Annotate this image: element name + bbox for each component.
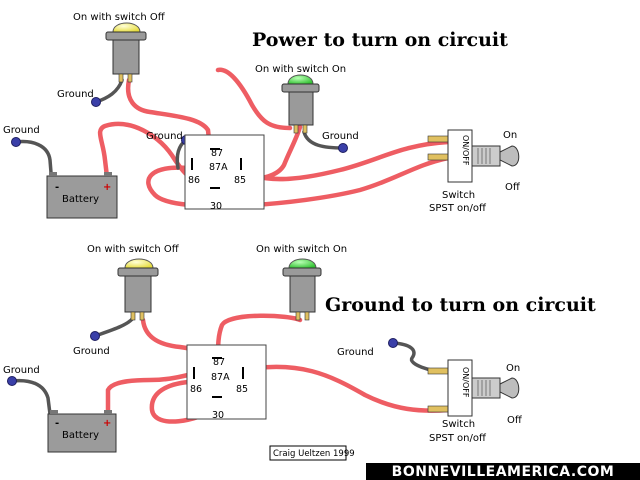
- top-pin-85: 85: [234, 175, 246, 186]
- top-lamp-off-bezel: [105, 31, 147, 41]
- bottom-switch: ON/OFF On Off Switch SPST on/off: [427, 359, 523, 444]
- top-lamp-off: On with switch Off: [73, 12, 166, 83]
- bottom-switch-text: ON/OFF: [461, 367, 470, 398]
- bottom-lamp-off-label: On with switch Off: [87, 244, 180, 255]
- top-switch-text: ON/OFF: [461, 135, 470, 166]
- bottom-battery: Ground - + Battery: [3, 365, 117, 453]
- top-lamp-on: On with switch On: [255, 64, 346, 134]
- bottom-ground-lamp-off-label: Ground: [73, 346, 110, 357]
- bottom-lamp-on: On with switch On: [256, 244, 347, 321]
- credit: Craig Ueltzen 1999: [269, 445, 355, 461]
- top-lamp-on-label: On with switch On: [255, 64, 346, 75]
- bottom-ground-dot-battery: [7, 376, 17, 386]
- top-switch-label: Switch: [442, 190, 475, 201]
- top-lamp-on-body: [288, 91, 314, 126]
- bottom-pin-87: 87: [213, 357, 225, 368]
- bottom-lamp-on-label: On with switch On: [256, 244, 347, 255]
- bottom-switch-on: On: [506, 363, 520, 374]
- top-battery: Ground - + Battery: [3, 125, 118, 219]
- bottom-pin-85: 85: [236, 384, 248, 395]
- bottom-wires: [105, 313, 451, 424]
- bottom-battery-body: [47, 413, 117, 453]
- bottom-ground-dot-lamp-on: [388, 338, 398, 348]
- bottom-battery-label: Battery: [62, 430, 99, 441]
- top-ground-lamp-off-label: Ground: [57, 89, 94, 100]
- top-ground-dot-lamp-off: [91, 97, 101, 107]
- top-battery-minus: -: [55, 182, 59, 193]
- bottom-relay: 87 87A 86 85 30: [186, 344, 267, 421]
- credit-text: Craig Ueltzen 1999: [273, 449, 355, 459]
- top-pin-87a: 87A: [209, 162, 228, 173]
- top-lamp-off-body: [112, 39, 140, 75]
- top-ground-lamp-on-label: Ground: [322, 131, 359, 142]
- bottom-switch-label: Switch: [442, 419, 475, 430]
- bottom-ground-lamp-on-label: Ground: [337, 347, 374, 358]
- bottom-battery-minus: -: [55, 418, 59, 429]
- top-switch-body: [447, 129, 473, 183]
- top-ground-relay-label: Ground: [146, 131, 183, 142]
- top-switch-off: Off: [505, 182, 521, 193]
- bottom-pin-30: 30: [212, 410, 224, 421]
- site-banner: BONNEVILLEAMERICA.COM: [366, 463, 640, 480]
- bottom-battery-plus: +: [103, 418, 111, 429]
- top-lamp-off-label: On with switch Off: [73, 12, 166, 23]
- bottom-pin-86: 86: [190, 384, 202, 395]
- top-switch: ON/OFF On Off Switch SPST on/off: [427, 129, 521, 214]
- top-lamp-off-bulb: [112, 22, 141, 33]
- top-lamp-on-bulb: [287, 74, 314, 85]
- top-battery-plus: +: [103, 182, 111, 193]
- bottom-relay-box: [186, 344, 267, 420]
- top-pin-86: 86: [188, 175, 200, 186]
- bottom-ground-dot-lamp-off: [90, 331, 100, 341]
- top-title: Power to turn on circuit: [252, 29, 508, 51]
- top-pin-30: 30: [210, 201, 222, 212]
- top-ground-dot-battery: [11, 137, 21, 147]
- bottom-diagram: Ground to turn on circuit On with switch…: [3, 244, 596, 453]
- bottom-pin-87a: 87A: [211, 372, 230, 383]
- bottom-switch-type: SPST on/off: [429, 433, 487, 444]
- top-relay-box: [184, 134, 265, 210]
- top-battery-label: Battery: [62, 194, 99, 205]
- top-switch-type: SPST on/off: [429, 203, 487, 214]
- bottom-ground-battery-label: Ground: [3, 365, 40, 376]
- top-relay: Ground 87 87A 86 85 30: [146, 131, 265, 212]
- top-switch-on: On: [503, 130, 517, 141]
- bottom-title: Ground to turn on circuit: [325, 294, 596, 316]
- top-ground-dot-lamp-on: [338, 143, 348, 153]
- site-banner-text: BONNEVILLEAMERICA.COM: [392, 464, 615, 480]
- bottom-lamp-on-body: [289, 275, 316, 313]
- bottom-lamp-off-body: [124, 275, 152, 313]
- top-diagram: Power to turn on circuit On with switch …: [3, 12, 521, 219]
- top-battery-body: [46, 175, 118, 219]
- top-pin-87: 87: [211, 148, 223, 159]
- bottom-switch-off: Off: [507, 415, 523, 426]
- top-ground-battery-label: Ground: [3, 125, 40, 136]
- bottom-lamp-off: On with switch Off: [87, 244, 180, 321]
